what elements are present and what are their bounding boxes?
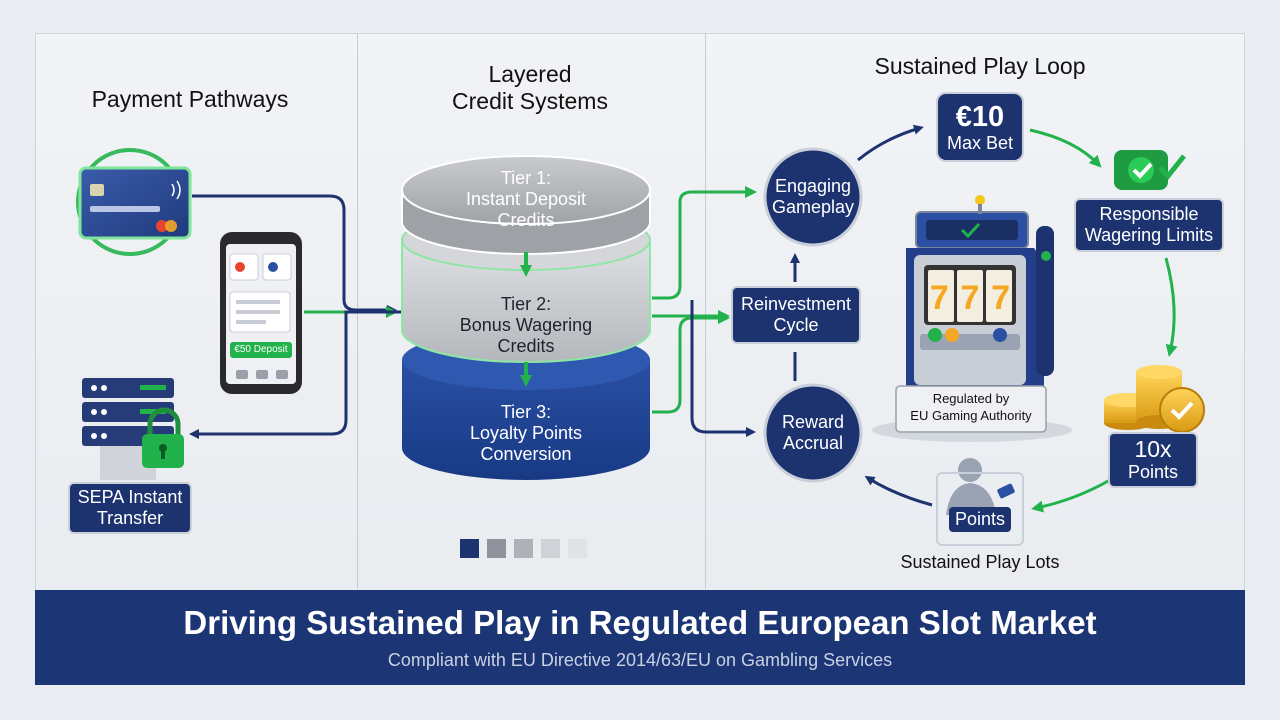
max-bet-value: €10 bbox=[955, 100, 1005, 133]
page-dot bbox=[514, 539, 533, 558]
tier-1-title: Tier 1: bbox=[500, 168, 552, 188]
check-badge-icon bbox=[1114, 150, 1186, 190]
slot-machine-icon bbox=[872, 195, 1072, 442]
credit-card-icon bbox=[76, 148, 192, 256]
footer-subtitle: Compliant with EU Directive 2014/63/EU o… bbox=[387, 650, 893, 670]
reward-input bbox=[690, 300, 756, 437]
reward-accrual-label: Reward Accrual bbox=[765, 411, 861, 455]
credit-systems-heading-line1: Layered bbox=[488, 61, 572, 87]
tier-3-name: Loyalty Points bbox=[469, 423, 583, 443]
max-bet-label: Max Bet bbox=[946, 132, 1014, 153]
engaging-line2: Gameplay bbox=[771, 197, 855, 217]
tier-1-name: Instant Deposit bbox=[465, 189, 587, 209]
reel-1: 7 bbox=[929, 279, 949, 317]
smartphone-icon bbox=[220, 232, 302, 394]
responsible-line2: Wagering Limits bbox=[1084, 225, 1214, 245]
engaging-to-maxbet-arrow bbox=[857, 124, 924, 162]
points-to-person-arrow bbox=[1031, 478, 1111, 513]
points-multiplier-label: Points bbox=[1127, 462, 1179, 482]
tier-3-label: Tier 3: Loyalty Points Conversion bbox=[430, 402, 622, 465]
tier-2-label: Tier 2: Bonus Wagering Credits bbox=[430, 294, 622, 357]
engaging-line1: Engaging bbox=[774, 176, 852, 196]
engaging-gameplay-label: Engaging Gameplay bbox=[765, 175, 861, 219]
return-connector bbox=[189, 310, 404, 439]
sepa-instant-transfer-label: SEPA Instant Transfer bbox=[68, 482, 192, 534]
coin-stack-icon bbox=[1104, 365, 1205, 433]
points-multiplier-value: 10x bbox=[1134, 436, 1172, 462]
reward-line2: Accrual bbox=[782, 433, 844, 453]
footer-title: Driving Sustained Play in Regulated Euro… bbox=[183, 604, 1097, 641]
sustained-play-loop-heading: Sustained Play Loop bbox=[874, 53, 1086, 79]
reward-line1: Reward bbox=[781, 412, 845, 432]
card-connector bbox=[192, 194, 397, 315]
server-lock-icon bbox=[82, 378, 184, 480]
pagination-indicator bbox=[460, 539, 587, 558]
column-divider-2 bbox=[705, 33, 706, 589]
tier3-output bbox=[652, 312, 730, 414]
page-dot bbox=[487, 539, 506, 558]
reel-2: 7 bbox=[960, 279, 980, 317]
reward-accrual-node bbox=[763, 383, 863, 483]
tier1-output bbox=[652, 186, 757, 300]
reinvestment-cycle-box: Reinvestment Cycle bbox=[731, 286, 861, 344]
tier-2-name-cont: Credits bbox=[497, 336, 555, 356]
engaging-gameplay-node bbox=[763, 147, 863, 247]
tier-1-label: Tier 1: Instant Deposit Credits bbox=[430, 168, 622, 231]
page-dot bbox=[460, 539, 479, 558]
person-to-reward-arrow bbox=[864, 475, 933, 507]
sepa-line1: SEPA Instant bbox=[77, 487, 183, 507]
tier-2-name: Bonus Wagering bbox=[459, 315, 593, 335]
credit-systems-heading-line2: Credit Systems bbox=[452, 88, 608, 114]
points-person-label: Points bbox=[948, 507, 1012, 532]
responsible-to-coins-arrow bbox=[1164, 257, 1178, 357]
payment-pathways-heading: Payment Pathways bbox=[91, 86, 289, 112]
reinvest-line1: Reinvestment bbox=[740, 294, 852, 314]
regulated-line2: EU Gaming Authority bbox=[910, 408, 1032, 423]
max-bet-box: €10 Max Bet bbox=[936, 92, 1024, 162]
points-multiplier-box: 10x Points bbox=[1108, 432, 1198, 488]
tier-1-name-cont: Credits bbox=[497, 210, 555, 230]
tier-2-title: Tier 2: bbox=[500, 294, 552, 314]
responsible-line1: Responsible bbox=[1099, 204, 1199, 224]
sustained-play-lots-label: Sustained Play Lots bbox=[900, 552, 1060, 572]
reinvest-line2: Cycle bbox=[773, 315, 819, 335]
regulated-line1: Regulated by bbox=[932, 391, 1010, 406]
footer-banner: Driving Sustained Play in Regulated Euro… bbox=[35, 590, 1245, 685]
deposit-badge: €50 Deposit bbox=[234, 344, 288, 355]
page-dot bbox=[541, 539, 560, 558]
tier-3-name-cont: Conversion bbox=[480, 444, 572, 464]
page-dot bbox=[568, 539, 587, 558]
reel-3: 7 bbox=[991, 279, 1011, 317]
points-person-box: Points bbox=[936, 472, 1024, 546]
tier-1-cylinder bbox=[401, 155, 651, 255]
responsible-wagering-box: Responsible Wagering Limits bbox=[1074, 198, 1224, 252]
tier-3-title: Tier 3: bbox=[500, 402, 552, 422]
regulated-label: Regulated by EU Gaming Authority bbox=[896, 390, 1046, 424]
slot-reels: 7 7 7 bbox=[924, 278, 1016, 318]
sepa-line2: Transfer bbox=[96, 508, 164, 528]
maxbet-to-responsible-arrow bbox=[1029, 128, 1102, 168]
